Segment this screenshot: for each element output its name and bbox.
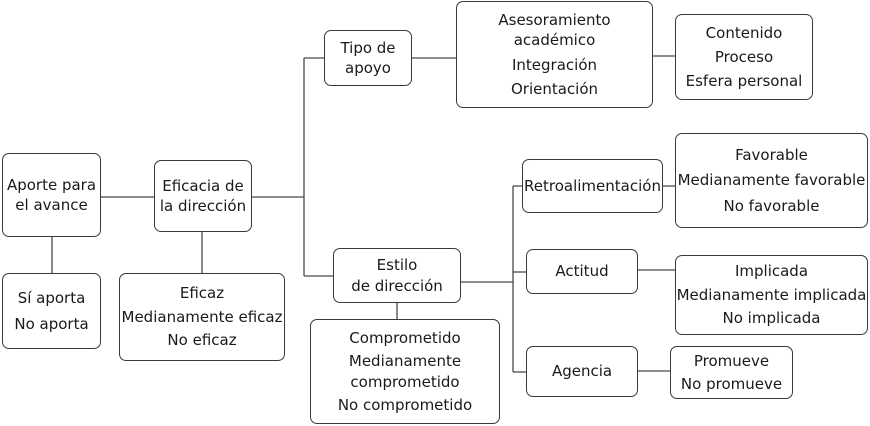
option-label: Implicada xyxy=(734,262,809,281)
option-label: Favorable xyxy=(735,146,808,165)
estilo-node: Estilo de dirección xyxy=(333,248,461,303)
option-label: Esfera personal xyxy=(685,71,803,90)
option-label: Medianamente favorable xyxy=(677,171,866,190)
option-label: Contenido xyxy=(705,23,783,42)
option-label: Promueve xyxy=(693,352,770,371)
aporte-label: Aporte para el avance xyxy=(6,175,97,214)
tipo-apoyo-node: Tipo de apoyo xyxy=(324,30,412,86)
retroalimentacion-options-node: Favorable Medianamente favorable No favo… xyxy=(675,133,868,228)
option-label: Medianamente comprometido xyxy=(348,352,462,391)
option-label: Comprometido xyxy=(349,328,461,347)
option-label: No implicada xyxy=(722,309,821,328)
option-label: No promueve xyxy=(680,374,783,393)
eficacia-label: Eficacia de la dirección xyxy=(159,176,247,215)
option-label: Integración xyxy=(511,55,598,74)
option-label: Sí aporta xyxy=(17,288,86,307)
retroalimentacion-label: Retroalimentación xyxy=(524,176,661,195)
option-label: Proceso xyxy=(714,47,774,66)
retroalimentacion-node: Retroalimentación xyxy=(522,159,663,213)
eficacia-node: Eficacia de la dirección xyxy=(154,160,252,232)
agencia-node: Agencia xyxy=(526,346,638,397)
agencia-label: Agencia xyxy=(551,362,613,381)
actitud-label: Actitud xyxy=(555,262,609,281)
tipo-apoyo-sub-node: Contenido Proceso Esfera personal xyxy=(675,14,813,100)
option-label: No favorable xyxy=(723,196,820,215)
eficacia-options-node: Eficaz Medianamente eficaz No eficaz xyxy=(119,273,285,361)
option-label: Eficaz xyxy=(179,284,225,303)
option-label: No eficaz xyxy=(167,331,237,350)
estilo-options-node: Comprometido Medianamente comprometido N… xyxy=(310,319,500,424)
option-label: No comprometido xyxy=(337,396,473,415)
option-label: Orientación xyxy=(510,79,599,98)
option-label: No aporta xyxy=(14,314,89,333)
estilo-label: Estilo de dirección xyxy=(351,256,443,295)
option-label: Medianamente eficaz xyxy=(121,307,283,326)
actitud-node: Actitud xyxy=(526,249,638,294)
agencia-options-node: Promueve No promueve xyxy=(670,346,793,399)
option-label: Medianamente implicada xyxy=(676,285,867,304)
aporte-node: Aporte para el avance xyxy=(2,153,101,237)
tipo-apoyo-options-node: Asesoramiento académico Integración Orie… xyxy=(456,1,653,108)
option-label: Asesoramiento académico xyxy=(498,11,611,50)
tipo-apoyo-label: Tipo de apoyo xyxy=(340,38,396,77)
aporte-options-node: Sí aporta No aporta xyxy=(2,273,101,349)
actitud-options-node: Implicada Medianamente implicada No impl… xyxy=(675,255,868,335)
